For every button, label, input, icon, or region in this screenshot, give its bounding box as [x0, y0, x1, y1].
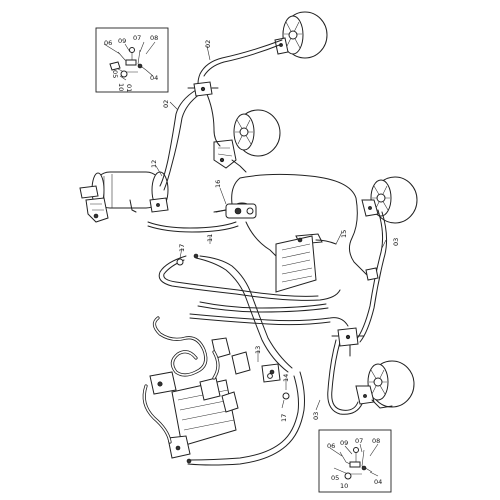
callout-07: 07: [133, 34, 141, 42]
callout-16: 16: [214, 180, 222, 188]
air-hoses: [142, 316, 220, 444]
callout-05: 05: [331, 474, 339, 482]
callout-15: 15: [340, 230, 348, 238]
callout-09: 09: [340, 439, 348, 447]
compressor-bracket: [275, 233, 323, 293]
callout-03-bottom: 03: [312, 412, 320, 420]
air-lines: [147, 39, 388, 466]
callout-04: 04: [374, 478, 382, 486]
inset-detail-top: 06 09 07 08 05 10 01 04: [95, 27, 169, 93]
callout-12: 12: [150, 160, 158, 168]
callout-leaders: [155, 45, 387, 411]
compressor-assembly: [149, 337, 281, 464]
fittings: [176, 81, 379, 400]
callout-06: 06: [104, 39, 112, 47]
callout-13: 13: [254, 346, 262, 354]
callout-07: 07: [355, 437, 363, 445]
callout-06: 06: [327, 442, 335, 450]
callout-17-lower: 17: [280, 414, 288, 422]
callout-labels: 02 02 12 16 11 17 15 03 13 14 17 03: [150, 40, 400, 422]
inset-detail-bottom: 06 09 07 08 05 10 04: [318, 429, 392, 493]
callout-02-top: 02: [204, 40, 212, 48]
callout-04: 04: [150, 74, 158, 82]
air-bag-upper-middle: [213, 109, 281, 173]
callout-08: 08: [150, 34, 158, 42]
callout-10: 10: [340, 482, 348, 490]
callout-14: 14: [282, 374, 290, 382]
callout-02-mid: 02: [162, 100, 170, 108]
leveling-valve: [215, 202, 257, 219]
air-bag-bottom-right: [355, 360, 415, 409]
callout-11: 11: [206, 234, 214, 242]
callout-03-right: 03: [392, 238, 400, 246]
callout-17-upper: 17: [178, 244, 186, 252]
callout-09: 09: [118, 37, 126, 45]
air-bag-mid-right: [361, 176, 418, 224]
air-tank: [79, 171, 169, 223]
air-bag-top-right: [274, 11, 328, 59]
inset-bottom-callouts: 06 09 07 08 05 10 04: [327, 437, 382, 490]
inset-top-callouts: 06 09 07 08 05 10 01 04: [104, 34, 158, 92]
callout-10: 10: [117, 83, 125, 91]
callout-01: 01: [125, 84, 133, 92]
callout-05: 05: [111, 70, 119, 78]
callout-08: 08: [372, 437, 380, 445]
